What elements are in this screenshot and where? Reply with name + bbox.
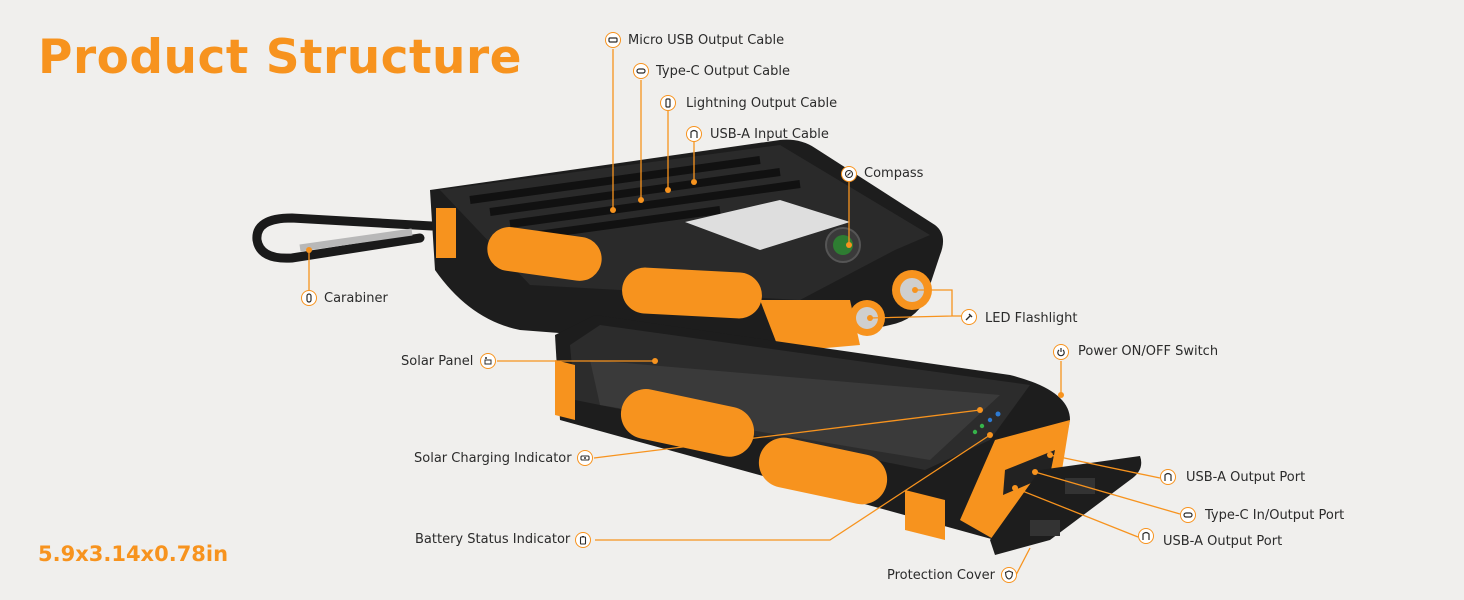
type-c-label: Type-C Output Cable [656, 64, 790, 79]
page-title: Product Structure [38, 30, 523, 85]
solar-panel-label: Solar Panel [401, 354, 474, 369]
micro-usb-icon [605, 32, 621, 48]
led-flashlight-label: LED Flashlight [985, 311, 1078, 326]
lightning-icon [660, 95, 676, 111]
lightning-label: Lightning Output Cable [686, 96, 838, 111]
usb-a-input-icon [686, 126, 702, 142]
compass-icon [841, 166, 857, 182]
usb-a-output-label-2: USB-A Output Port [1163, 534, 1283, 549]
type-c-icon [633, 63, 649, 79]
top-power-bank [430, 139, 944, 352]
type-c-port-icon [1180, 507, 1196, 523]
solar-panel-icon [480, 353, 496, 369]
bottom-power-bank [555, 315, 1142, 555]
usb-a-output-icon [1160, 469, 1176, 485]
usb-a-output-2-icon [1138, 528, 1154, 544]
dimensions-text: 5.9x3.14x0.78in [38, 542, 229, 566]
carabiner-icon [301, 290, 317, 306]
usb-a-input-label: USB-A Input Cable [710, 127, 829, 142]
compass-label: Compass [864, 166, 924, 181]
power-icon [1053, 344, 1069, 360]
battery-icon [575, 532, 591, 548]
micro-usb-label: Micro USB Output Cable [628, 33, 785, 48]
solar-charging-icon [577, 450, 593, 466]
battery-status-label: Battery Status Indicator [415, 532, 571, 547]
leader-lines [308, 49, 1181, 576]
carabiner-label: Carabiner [324, 291, 388, 306]
power-switch-label: Power ON/OFF Switch [1078, 344, 1219, 359]
carabiner-graphic [252, 213, 437, 263]
usb-a-output-label-1: USB-A Output Port [1186, 470, 1306, 485]
flashlight-icon [961, 309, 977, 325]
solar-charging-label: Solar Charging Indicator [414, 451, 572, 466]
type-c-port-label: Type-C In/Output Port [1205, 508, 1345, 523]
shield-icon [1001, 567, 1017, 583]
protection-cover-label: Protection Cover [887, 568, 995, 583]
